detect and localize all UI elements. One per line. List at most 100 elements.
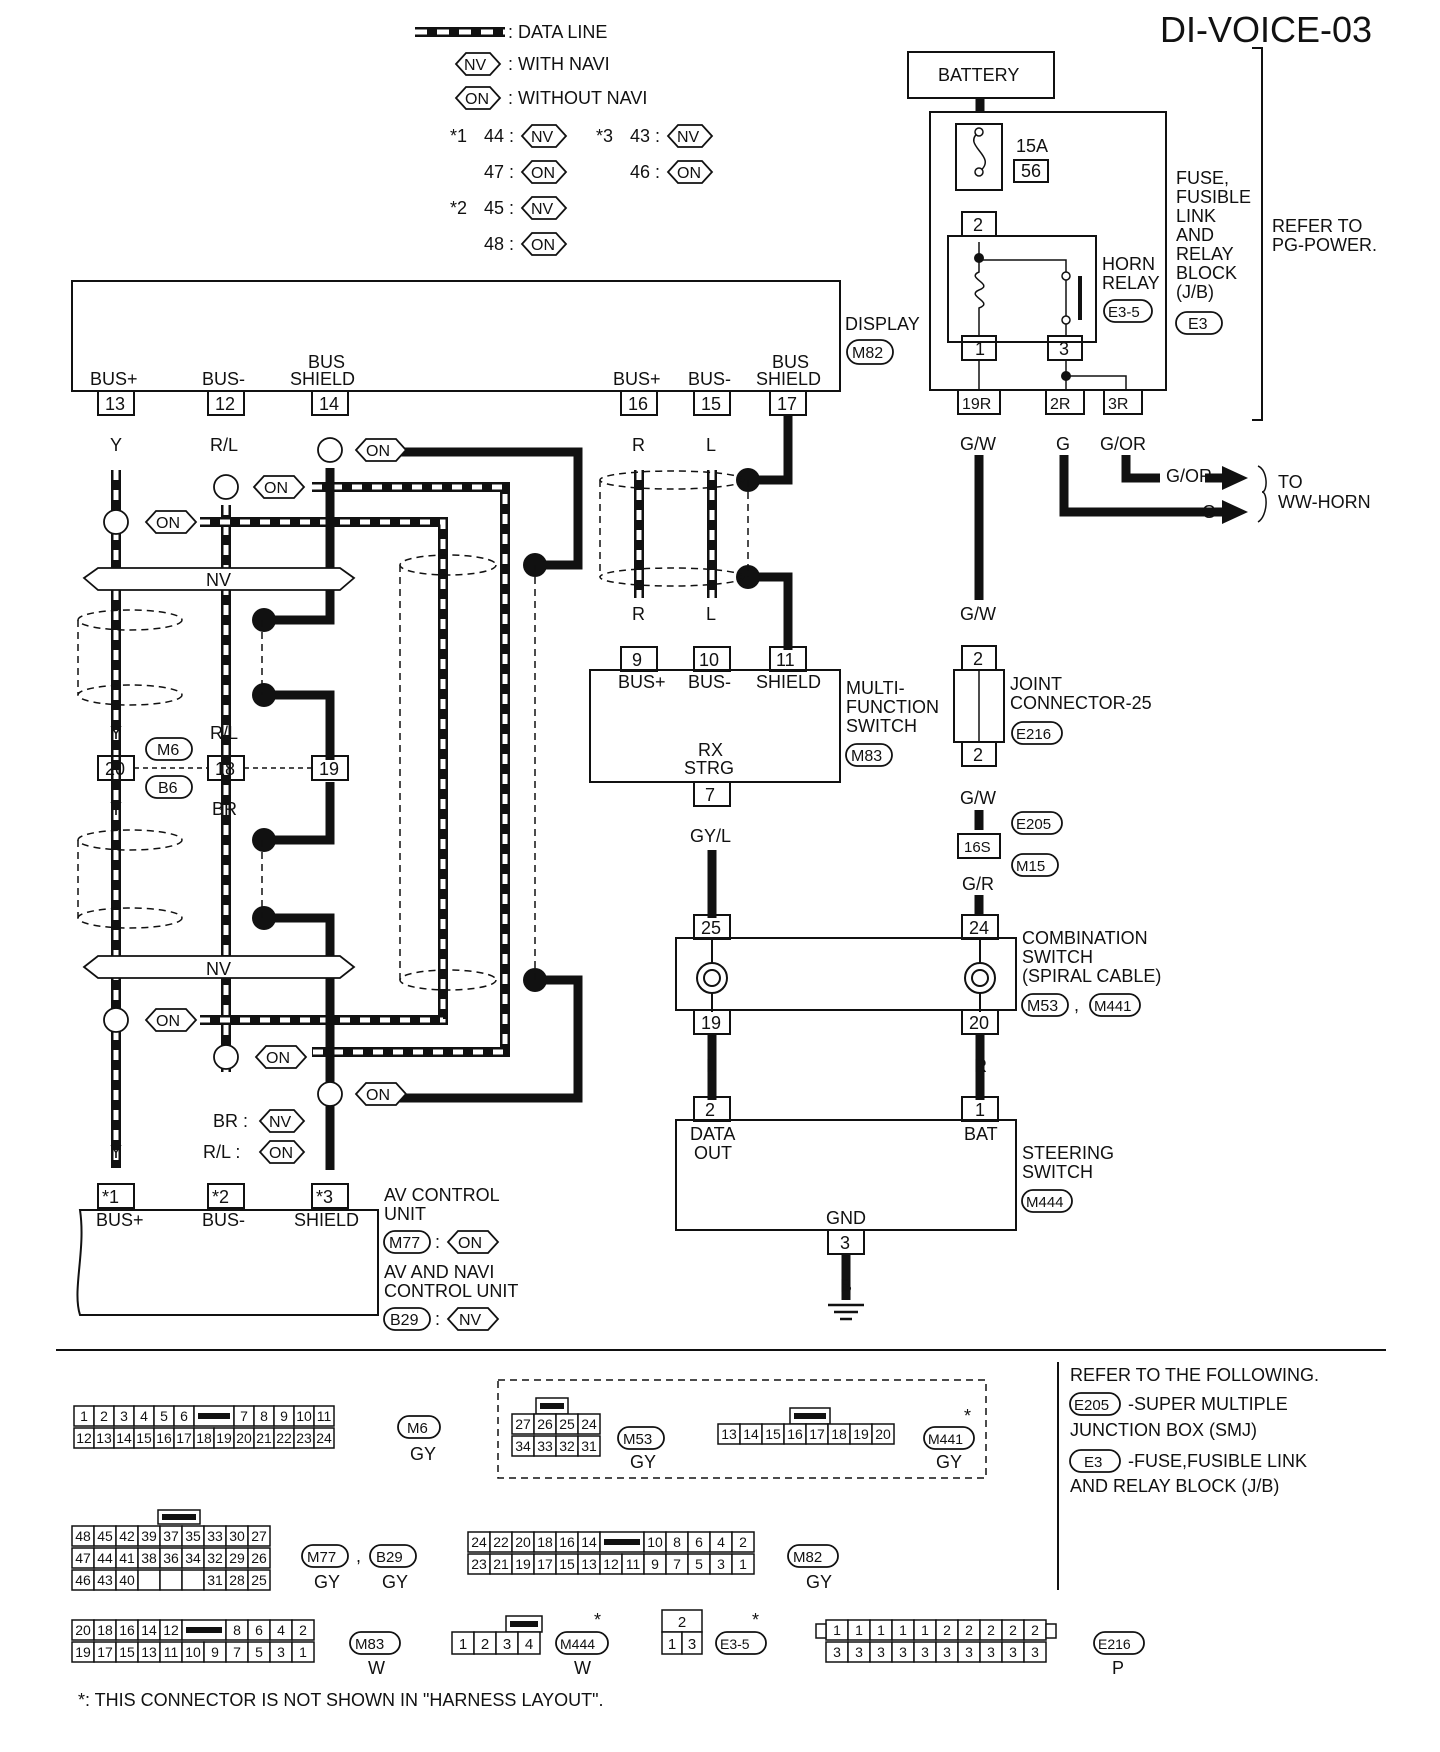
connector-pin-number: 8 [233, 1622, 241, 1638]
wire-color-gyl: GY/L [690, 826, 731, 846]
to-label: TO [1278, 472, 1303, 492]
relay-line1: HORN [1102, 254, 1155, 274]
connector-pin-number: 33 [207, 1528, 223, 1544]
ww-horn-label: WW-HORN [1278, 492, 1371, 512]
connector-pin-number: 13 [141, 1644, 157, 1660]
display-bus-label: BUS [308, 352, 345, 372]
inline-pin-19: 19 [319, 759, 339, 779]
connector-pin-number: 19 [216, 1430, 232, 1446]
connector-pin-number: 3 [965, 1644, 973, 1660]
connector-pin-number: 4 [525, 1636, 533, 1653]
connector-pin-number: 18 [537, 1534, 553, 1550]
legend-tag-43: NV [677, 129, 700, 146]
connector-pin-number: 20 [515, 1534, 531, 1550]
av-bus-minus: BUS- [202, 1210, 245, 1230]
page-id: DI-VOICE-03 [1160, 9, 1372, 50]
connector-pin-number: 2 [965, 1622, 973, 1638]
connector-pin-number: 10 [296, 1408, 312, 1424]
wire-color-l-top: L [706, 435, 716, 455]
connector-pin-number: 18 [97, 1622, 113, 1638]
on-tags: ON ON ON ON ON ON [103, 437, 408, 1107]
jb-pin-3r: 3R [1108, 396, 1128, 413]
connector-latch-bar [794, 1413, 826, 1419]
connector-pin-number: 31 [207, 1572, 223, 1588]
on-tag-5: ON [266, 1050, 290, 1067]
display-label: DISPLAY [845, 314, 920, 334]
inline-pin-20: 20 [105, 759, 125, 779]
ms-pin-11: 11 [776, 650, 795, 670]
refer-code1: E205 [1074, 1397, 1109, 1414]
svg-text::: : [435, 1232, 440, 1252]
block-line-7: (J/B) [1176, 282, 1214, 302]
connector-pin-number: 20 [75, 1622, 91, 1638]
av-line3: AV AND NAVI [384, 1262, 494, 1282]
connector-cell [159, 1569, 183, 1591]
connector-pin-number: 16 [156, 1430, 172, 1446]
refer-pg-2: PG-POWER. [1272, 235, 1377, 255]
connector-cell [313, 1405, 335, 1427]
connector-pin-number: 25 [251, 1572, 267, 1588]
refer-section: REFER TO THE FOLLOWING. E205 -SUPER MULT… [1069, 1365, 1319, 1496]
ms-pin-9: 9 [632, 650, 642, 670]
av-bus-plus: BUS+ [96, 1210, 144, 1230]
cs-code1: M53 [1027, 998, 1058, 1015]
block-line-5: RELAY [1176, 244, 1234, 264]
wire-color-l-steer: L [706, 1056, 716, 1076]
multi-function-switch: 9 10 11 BUS+ BUS- SHIELD RX STRG MULTI- … [589, 646, 939, 918]
nv-bar-bottom-label: NV [206, 959, 231, 979]
legend-data-line: : DATA LINE [508, 22, 607, 42]
connector-cell [137, 1569, 161, 1591]
display-shield-label-2: SHIELD [756, 369, 821, 389]
connector-pin-number: 2 [943, 1622, 951, 1638]
wire-color-gw-2: G/W [960, 604, 996, 624]
connector-cell [517, 1631, 541, 1655]
block-line-3: LINK [1176, 206, 1216, 226]
wire-color-y-top: Y [110, 435, 122, 455]
on-tag-4: ON [156, 1013, 180, 1030]
connector-pin-number: 9 [280, 1408, 288, 1424]
connector-pin-number: 44 [97, 1550, 113, 1566]
connector-pin-number: 7 [673, 1556, 681, 1572]
connector-pin-number: 19 [515, 1556, 531, 1572]
connector-pin-number: 17 [176, 1430, 192, 1446]
connector-pin-number: 24 [471, 1534, 487, 1550]
block-line-6: BLOCK [1176, 263, 1237, 283]
inline-connector-m6-b6: Y R/L 20 18 19 M6 B6 Y BR [97, 723, 349, 819]
display-shield-label: SHIELD [290, 369, 355, 389]
connector-pin-number: 8 [673, 1534, 681, 1550]
connector-pin-number: 22 [276, 1430, 292, 1446]
av-on-tag: ON [458, 1235, 482, 1252]
pin-16: 16 [628, 394, 648, 414]
connector-cell [291, 1641, 315, 1663]
svg-text::: : [435, 1309, 440, 1329]
connector-cell [577, 1413, 601, 1435]
ms-bus-minus: BUS- [688, 672, 731, 692]
wire-color-gw-top: G/W [960, 434, 996, 454]
connector-pin-number: 1 [80, 1408, 88, 1424]
connector-cell [247, 1569, 271, 1591]
refer-code2: E3 [1084, 1454, 1102, 1471]
av-pin-3: *3 [316, 1187, 333, 1207]
connector-pin-number: 7 [233, 1644, 241, 1660]
legend-star1: *1 [450, 126, 467, 146]
connector-pin-number: 2 [100, 1408, 108, 1424]
joint-pin-top: 2 [973, 649, 983, 669]
br-nv-label: BR : [213, 1111, 248, 1131]
joint-code: E216 [1016, 726, 1051, 743]
connector-pin-number: 3 [833, 1644, 841, 1660]
connector-pin-number: 17 [537, 1556, 553, 1572]
ms-rx: RX [698, 740, 723, 760]
connector-pin-number: 40 [119, 1572, 135, 1588]
connector-pin-number: 28 [229, 1572, 245, 1588]
connector-pin-number: 1 [899, 1622, 907, 1638]
connector-pin-number: 48 [75, 1528, 91, 1544]
connector-latch-bar [198, 1413, 230, 1419]
av-code2: B29 [390, 1312, 419, 1329]
connector-pin-number: 4 [717, 1534, 725, 1550]
connector-pin-number: 36 [163, 1550, 179, 1566]
connector-pin-number: 3 [1009, 1644, 1017, 1660]
connector-pin-number: 3 [855, 1644, 863, 1660]
connector-pin-number: 21 [493, 1556, 509, 1572]
legend: : DATA LINE NV : WITH NAVI ON : WITHOUT … [415, 22, 714, 256]
connector-pin-number: 37 [163, 1528, 179, 1544]
